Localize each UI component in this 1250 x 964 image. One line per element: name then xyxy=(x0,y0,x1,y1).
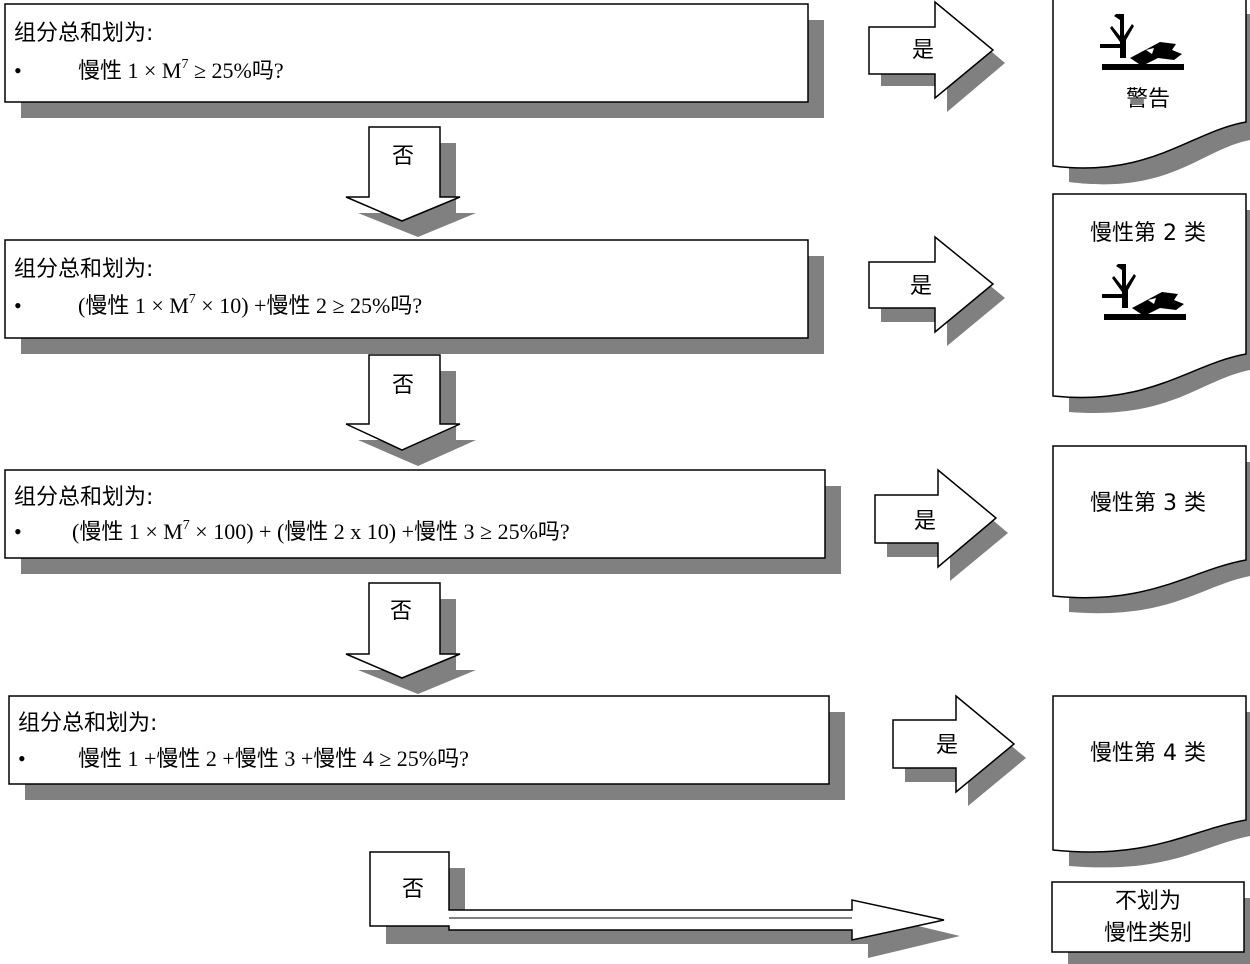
question-box-3 xyxy=(4,469,826,559)
bullet-3: • xyxy=(14,519,22,544)
result-label-2: 慢性第 2 类 xyxy=(1090,221,1206,246)
formula-4: 慢性 1 +慢性 2 +慢性 3 +慢性 4 ≥ 25%吗? xyxy=(78,746,469,771)
question-title-4: 组分总和划为: xyxy=(18,711,157,736)
question-box-1 xyxy=(4,3,809,103)
question-title-1: 组分总和划为: xyxy=(14,21,153,46)
formula-2-a: (慢性 1 × M xyxy=(78,293,189,318)
formula-3-a: (慢性 1 × M xyxy=(72,519,183,544)
formula-2: (慢性 1 × M7 × 10) +慢性 2 ≥ 25%吗? xyxy=(78,292,422,318)
formula-2-b: × 10) +慢性 2 ≥ 25%吗? xyxy=(196,293,422,318)
formula-1-a: 慢性 1 × M xyxy=(78,58,181,83)
result-doc-1 xyxy=(1052,0,1247,169)
result-doc-4 xyxy=(1052,695,1247,853)
final-result-line-2: 慢性类别 xyxy=(1104,921,1192,946)
yes-arrow-1 xyxy=(868,0,995,100)
no-arrow-3 xyxy=(345,582,461,679)
step-2: 组分总和划为: • (慢性 1 × M7 × 10) +慢性 2 ≥ 25%吗?… xyxy=(4,193,1250,466)
yes-arrow-2 xyxy=(868,235,995,334)
yes-arrow-4 xyxy=(892,694,1016,794)
no-arrow-1 xyxy=(345,126,461,222)
step-4: 组分总和划为: • 慢性 1 +慢性 2 +慢性 3 +慢性 4 ≥ 25%吗?… xyxy=(8,694,1250,964)
no-label-2: 否 xyxy=(392,373,414,398)
formula-2-sup: 7 xyxy=(189,292,196,307)
bullet-1: • xyxy=(14,58,22,83)
final-result-line-1: 不划为 xyxy=(1115,889,1181,914)
no-label-1: 否 xyxy=(392,144,414,169)
yes-label-3: 是 xyxy=(914,509,936,534)
no-label-4: 否 xyxy=(402,877,424,902)
question-title-2: 组分总和划为: xyxy=(14,257,153,282)
yes-label-1: 是 xyxy=(912,38,934,63)
final-result-box xyxy=(1051,881,1245,953)
result-doc-2 xyxy=(1052,193,1247,399)
step-3: 组分总和划为: • (慢性 1 × M7 × 100) + (慢性 2 x 10… xyxy=(4,445,1250,694)
yes-arrow-3 xyxy=(874,468,998,569)
no-arrow-2 xyxy=(345,354,461,451)
result-label-4: 慢性第 4 类 xyxy=(1090,741,1206,766)
formula-1-b: ≥ 25%吗? xyxy=(188,58,283,83)
question-box-4 xyxy=(8,695,830,785)
result-label-1: 警告 xyxy=(1126,87,1170,112)
no-arrow-4-shadow xyxy=(386,868,960,958)
bullet-4: • xyxy=(18,746,26,771)
formula-1: 慢性 1 × M7 ≥ 25%吗? xyxy=(78,57,284,83)
no-label-3: 否 xyxy=(390,599,412,624)
formula-3-b: × 100) + (慢性 2 x 10) +慢性 3 ≥ 25%吗? xyxy=(190,519,570,544)
step-1: 组分总和划为: • 慢性 1 × M7 ≥ 25%吗? 是 警告 否 xyxy=(4,0,1250,237)
question-box-2 xyxy=(4,239,809,339)
question-title-3: 组分总和划为: xyxy=(14,485,153,510)
yes-label-2: 是 xyxy=(910,274,932,299)
bullet-2: • xyxy=(14,293,22,318)
result-label-3: 慢性第 3 类 xyxy=(1090,491,1206,516)
yes-label-4: 是 xyxy=(936,733,958,758)
formula-3: (慢性 1 × M7 × 100) + (慢性 2 x 10) +慢性 3 ≥ … xyxy=(72,518,570,544)
formula-3-sup: 7 xyxy=(183,518,190,533)
result-doc-3 xyxy=(1052,445,1247,599)
formula-1-sup: 7 xyxy=(181,57,188,72)
